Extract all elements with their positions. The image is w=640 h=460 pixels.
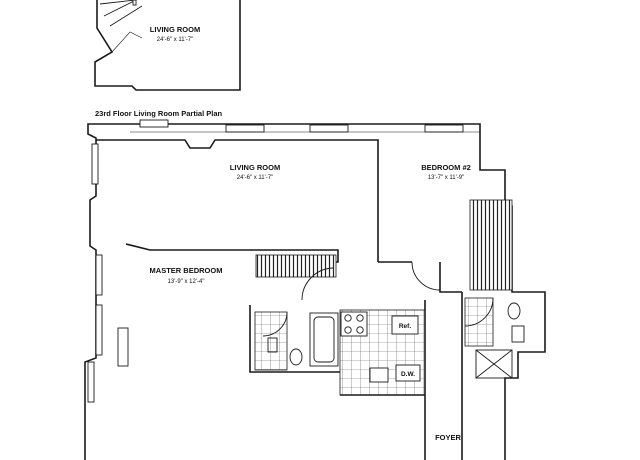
burner-icon [344,326,352,334]
master-bedroom-name: MASTER BEDROOM [150,266,223,275]
linen-closet-box [475,349,513,379]
master-closet [255,254,337,278]
master-bedroom-dims: 13'-9" x 12'-4" [168,279,205,285]
window [95,304,103,356]
living-room-dims: 24'-6" x 11'-7" [237,175,273,181]
partial-plan-window [132,0,137,6]
partial-living-room-dims: 24'-6" x 11'-7" [157,37,193,43]
partial-plan-caption: 23rd Floor Living Room Partial Plan [95,109,223,118]
bathtub [309,312,339,367]
bedroom2-dims: 13'-7" x 11'-9" [428,175,464,181]
master-sink-icon [267,337,278,353]
bath2-toilet-icon [507,302,521,320]
master-bath-tile-floor [254,311,288,371]
partial-plan: LIVING ROOM 24'-6" x 11'-7" [94,0,241,91]
partial-plan-diagonal-wall [111,31,143,53]
window [225,124,265,133]
dishwasher-label: D.W. [401,371,415,378]
linen-closet [475,349,513,379]
burner-icon [344,314,352,322]
bath2-door-swing [464,297,494,327]
linen-closet-x [475,349,513,379]
foyer-name: FOYER [435,433,461,442]
master-bath-door-swing [262,311,288,337]
bedroom2-name: BEDROOM #2 [421,163,471,172]
living-room-name: LIVING ROOM [230,163,280,172]
window [87,361,95,403]
bedroom2-door-swing [411,261,441,291]
living-room-bedroom-wall [96,139,379,262]
partial-plan-outline [94,0,241,91]
kitchen-sink-icon [369,367,389,383]
burner-icon [356,326,364,334]
master-bathroom [254,311,339,371]
master-radiator [117,327,129,367]
partial-living-room-name: LIVING ROOM [150,25,200,34]
window [91,143,99,185]
kitchen: Ref. D.W. [339,309,426,396]
bedroom2-lower-wall [378,261,462,293]
cooktop [340,311,368,337]
refrigerator [391,315,419,335]
second-bathroom [464,297,525,347]
window [139,119,169,128]
master-toilet-icon [289,348,303,366]
window [309,124,349,133]
master-bedroom-east-wall [249,305,340,373]
master-door-swing [301,267,335,301]
left-windows [87,143,103,403]
main-plan-outer-wall [84,123,546,460]
top-windows [130,119,480,133]
bedroom2-closet [469,199,513,291]
window [95,254,103,296]
bathtub-basin [313,316,335,363]
refrigerator-label: Ref. [399,323,411,330]
dishwasher [395,364,421,382]
kitchen-walls [340,310,426,396]
bath2-sink-icon [511,325,525,343]
window [424,124,464,133]
burner-icon [356,314,364,322]
